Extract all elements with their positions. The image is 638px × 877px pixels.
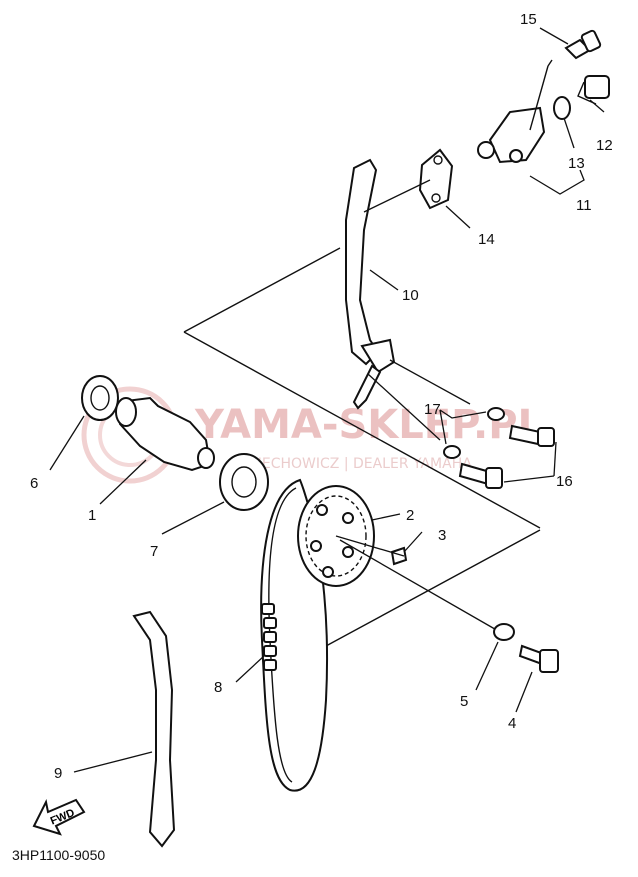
part-12-cap-bolt (577, 75, 610, 105)
callout-14: 14 (478, 231, 495, 248)
part-5-washer (493, 623, 515, 641)
callout-2: 2 (406, 507, 414, 524)
callouts: 15 12 13 11 14 10 17 16 6 1 7 2 3 5 4 8 … (30, 11, 613, 782)
part-15-bolt (564, 29, 602, 60)
part-7-bearing (219, 453, 269, 511)
part-13-gasket (553, 96, 571, 120)
callout-3: 3 (438, 527, 446, 544)
diagram-code: 3HP1100-9050 (12, 847, 105, 863)
part-6-bearing (81, 375, 119, 421)
watermark-main-text: YAMA-SKLEP.PL (194, 402, 543, 448)
part-16-bolt-upper (508, 424, 555, 447)
callout-5: 5 (460, 693, 468, 710)
part-8-chain-links (261, 603, 277, 671)
callout-7: 7 (150, 543, 158, 560)
fwd-arrow-icon: FWD (32, 798, 86, 836)
callout-6: 6 (30, 475, 38, 492)
part-16-bolt-lower (458, 462, 503, 489)
part-3-pin (390, 546, 408, 566)
callout-8: 8 (214, 679, 222, 696)
callout-4: 4 (508, 715, 516, 732)
callout-10: 10 (402, 287, 419, 304)
part-17-washer-upper (487, 407, 505, 421)
part-17-washer-lower (443, 445, 461, 459)
part-4-sprocket-bolt (518, 644, 559, 673)
callout-16: 16 (556, 473, 573, 490)
engine-case-outline (183, 247, 541, 647)
callout-15: 15 (520, 11, 537, 28)
callout-12: 12 (596, 137, 613, 154)
callout-11: 11 (576, 197, 592, 214)
leader-lines (49, 27, 605, 773)
part-9-chain-guide (132, 610, 176, 848)
part-10-chain-guide (345, 158, 431, 410)
part-11-tensioner (477, 59, 553, 164)
callout-1: 1 (88, 507, 96, 524)
callout-9: 9 (54, 765, 62, 782)
part-14-gasket (418, 148, 454, 210)
watermark-sub-text: ŚWIECHOWICZ | DEALER YAMAHA (235, 454, 472, 472)
callout-17: 17 (424, 401, 441, 418)
part-1-camshaft (115, 396, 215, 472)
callout-13: 13 (568, 155, 585, 172)
